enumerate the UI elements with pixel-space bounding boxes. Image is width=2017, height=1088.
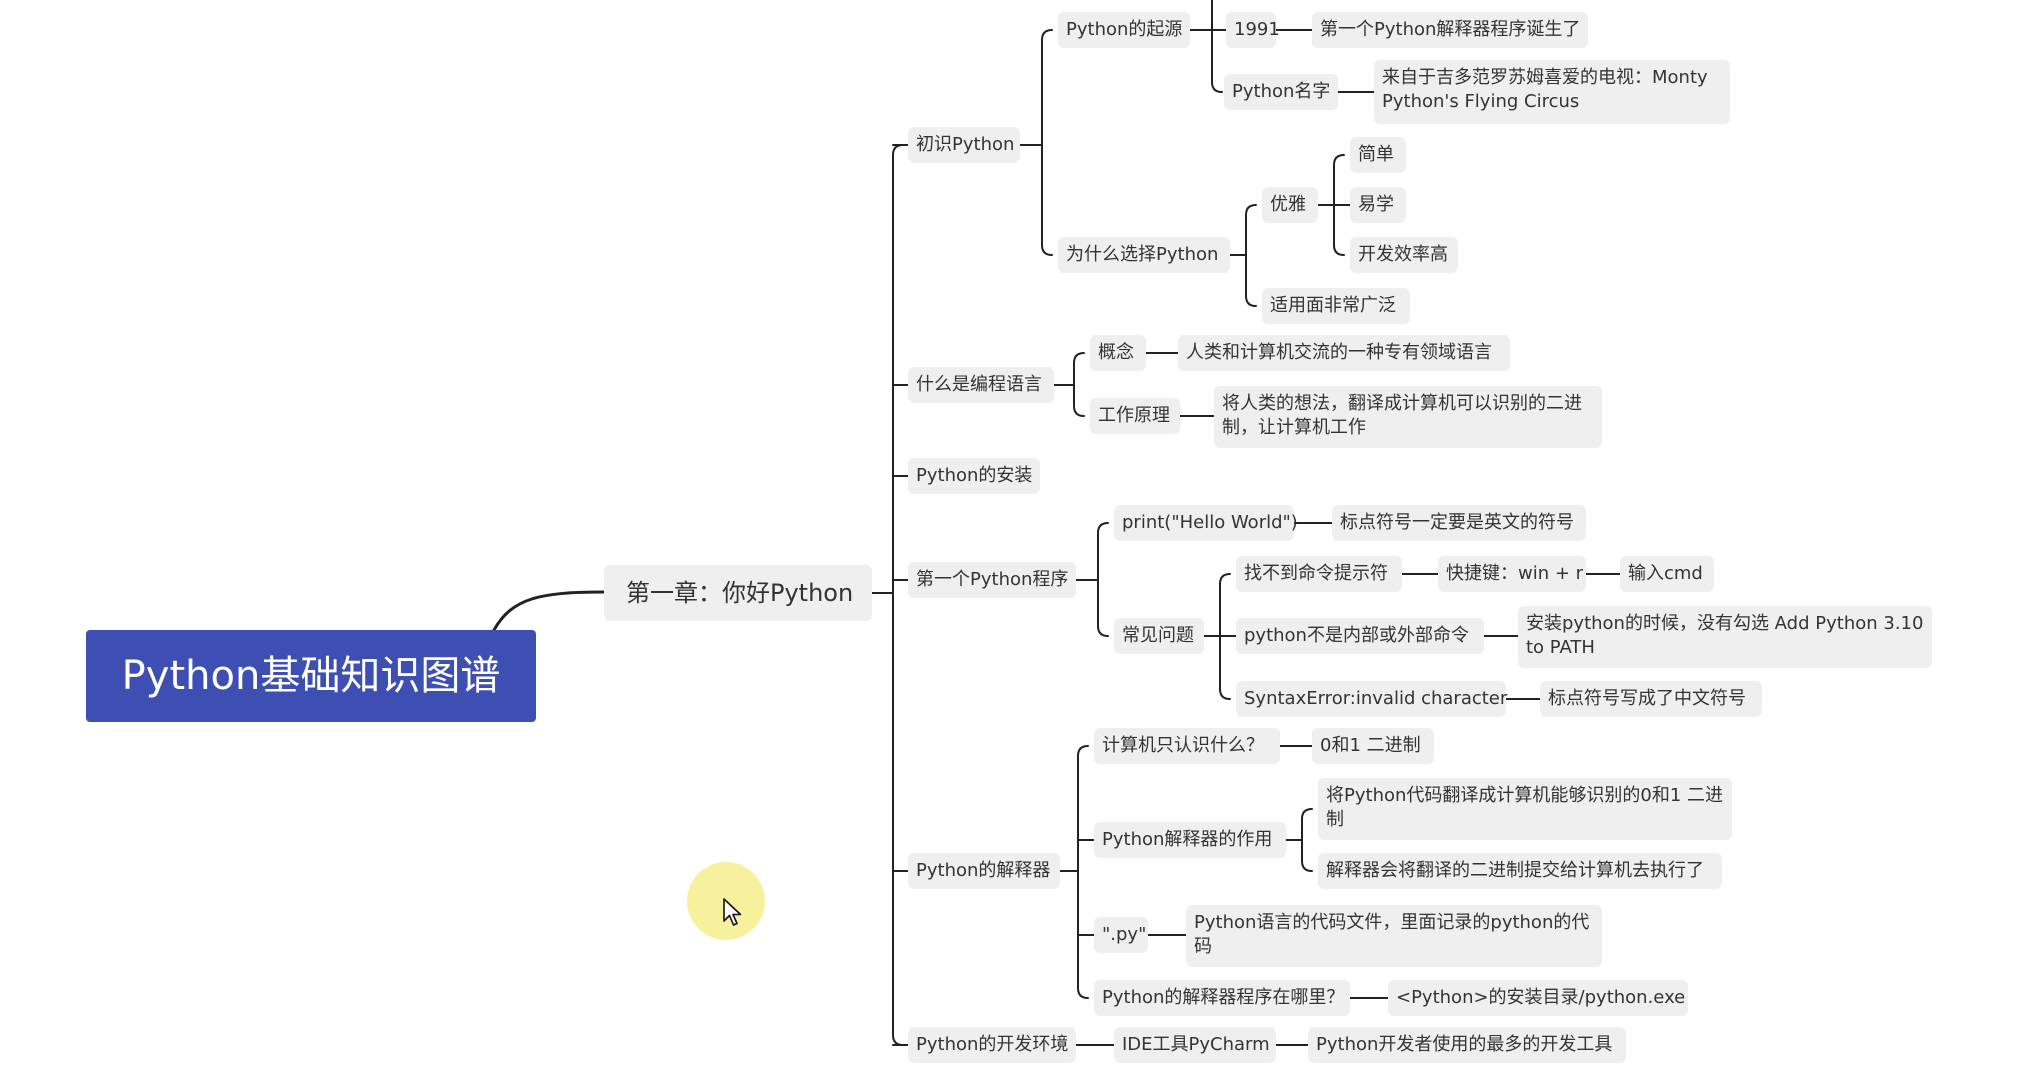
node-simple[interactable]: 简单	[1350, 137, 1406, 173]
topic-what-is-language[interactable]: 什么是编程语言	[908, 367, 1054, 403]
node-how-it-works[interactable]: 工作原理	[1090, 398, 1180, 434]
connector-line	[1301, 808, 1313, 872]
node-interpreter-role[interactable]: Python解释器的作用	[1094, 822, 1286, 858]
node-syntax-error-note[interactable]: 标点符号写成了中文符号	[1540, 681, 1762, 717]
topic-intro-python[interactable]: 初识Python	[908, 127, 1020, 163]
connector-line	[1097, 522, 1109, 637]
node-pycharm[interactable]: IDE工具PyCharm	[1114, 1027, 1276, 1063]
node-interpreter-path[interactable]: <Python>的安装目录/python.exe	[1388, 980, 1688, 1016]
node-binary[interactable]: 0和1 二进制	[1312, 728, 1434, 764]
node-computer-knows[interactable]: 计算机只认识什么？	[1094, 728, 1280, 764]
node-interpreter-location[interactable]: Python的解释器程序在哪里？	[1094, 980, 1350, 1016]
node-elegant[interactable]: 优雅	[1262, 187, 1318, 223]
node-py-ext[interactable]: ".py"	[1094, 917, 1148, 953]
node-how-it-works-text[interactable]: 将人类的想法，翻译成计算机可以识别的二进制，让计算机工作	[1214, 386, 1602, 448]
connector-line	[892, 144, 904, 1046]
connector-line	[1041, 29, 1053, 256]
topic-python-interpreter[interactable]: Python的解释器	[908, 853, 1060, 889]
node-wide-applicability[interactable]: 适用面非常广泛	[1262, 288, 1410, 324]
node-easy-learn[interactable]: 易学	[1350, 187, 1406, 223]
connector-line	[1073, 352, 1085, 417]
topic-why-python[interactable]: 为什么选择Python	[1058, 237, 1230, 273]
node-add-path-note[interactable]: 安装python的时候，没有勾选 Add Python 3.10 to PATH	[1518, 606, 1932, 668]
topic-python-install[interactable]: Python的安装	[908, 458, 1040, 494]
connector-line	[492, 590, 606, 632]
node-pycharm-note[interactable]: Python开发者使用的最多的开发工具	[1308, 1027, 1626, 1063]
node-print-hello-note[interactable]: 标点符号一定要是英文的符号	[1332, 505, 1586, 541]
mouse-pointer-icon	[723, 898, 742, 926]
node-no-cmd[interactable]: 找不到命令提示符	[1236, 556, 1402, 592]
node-1991[interactable]: 1991	[1226, 12, 1280, 48]
node-shortcut[interactable]: 快捷键：win + r	[1438, 556, 1586, 592]
node-dev-efficiency[interactable]: 开发效率高	[1350, 237, 1458, 273]
node-concept[interactable]: 概念	[1090, 335, 1146, 371]
node-python-name[interactable]: Python名字	[1224, 74, 1338, 110]
node-interpreter-role-1[interactable]: 将Python代码翻译成计算机能够识别的0和1 二进制	[1318, 778, 1732, 840]
node-concept-text[interactable]: 人类和计算机交流的一种专有领域语言	[1178, 335, 1510, 371]
connector-line	[1211, 0, 1223, 93]
node-first-interpreter[interactable]: 第一个Python解释器程序诞生了	[1312, 12, 1588, 48]
root-node[interactable]: Python基础知识图谱	[86, 630, 536, 722]
node-syntax-error[interactable]: SyntaxError:invalid character	[1236, 681, 1507, 717]
connector-line	[1245, 204, 1257, 307]
node-common-issues[interactable]: 常见问题	[1114, 618, 1204, 654]
node-interpreter-role-2[interactable]: 解释器会将翻译的二进制提交给计算机去执行了	[1318, 853, 1722, 889]
topic-dev-environment[interactable]: Python的开发环境	[908, 1027, 1076, 1063]
node-py-ext-text[interactable]: Python语言的代码文件，里面记录的python的代码	[1186, 905, 1602, 967]
topic-python-origin[interactable]: Python的起源	[1058, 12, 1190, 48]
node-not-internal-cmd[interactable]: python不是内部或外部命令	[1236, 618, 1484, 654]
chapter-node[interactable]: 第一章：你好Python	[604, 565, 872, 621]
node-enter-cmd[interactable]: 输入cmd	[1620, 556, 1714, 592]
node-name-origin[interactable]: 来自于吉多范罗苏姆喜爱的电视：Monty Python's Flying Cir…	[1374, 60, 1730, 124]
node-print-hello[interactable]: print("Hello World")	[1114, 505, 1298, 541]
topic-first-program[interactable]: 第一个Python程序	[908, 562, 1076, 598]
connector-line	[1077, 745, 1089, 999]
